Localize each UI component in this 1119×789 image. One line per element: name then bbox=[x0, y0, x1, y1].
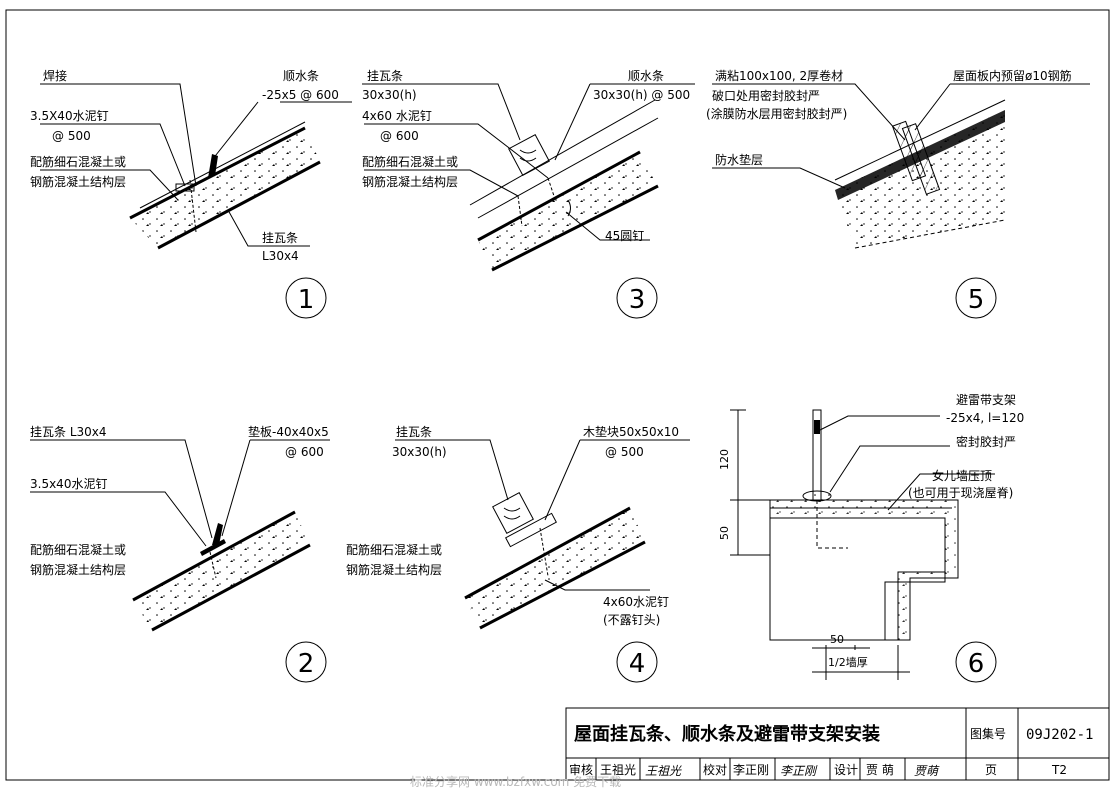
d1-weld-label: 焊接 bbox=[43, 68, 67, 83]
d4-block-spacing: @ 500 bbox=[605, 445, 644, 459]
d2-tile-strip: 挂瓦条 L30x4 bbox=[30, 425, 107, 439]
checker-name: 李正刚 bbox=[733, 762, 769, 777]
weld-plate bbox=[175, 183, 195, 192]
checker-signature: 李正刚 bbox=[780, 764, 818, 778]
d4-structure-2: 钢筋混凝土结构层 bbox=[346, 562, 442, 577]
d6-bracket-name: 避雷带支架 bbox=[956, 393, 1016, 407]
d2-structure-2: 钢筋混凝土结构层 bbox=[30, 562, 126, 577]
sealant-bead bbox=[802, 490, 832, 502]
d5-rebar: 屋面板内预留ø10钢筋 bbox=[953, 68, 1072, 83]
d3-structure-1: 配筋细石混凝土或 bbox=[362, 154, 458, 169]
design-label: 设计 bbox=[834, 763, 858, 777]
d5-seal-note: 破口处用密封胶封严 bbox=[712, 88, 820, 103]
slab-4 bbox=[465, 508, 645, 628]
d2-nail-spec: 3.5x40水泥钉 bbox=[30, 477, 107, 491]
designer-signature: 贾萌 bbox=[914, 764, 940, 778]
detail-5: 满粘100x100, 2厚卷材 破口处用密封胶封严 (涂膜防水层用密封胶封严) … bbox=[706, 68, 1090, 319]
d4-nail-note: (不露钉头) bbox=[603, 613, 660, 627]
d3-round-nail: 45圆钉 bbox=[605, 229, 644, 243]
d1-tile-strip-spec: L30x4 bbox=[262, 249, 299, 263]
parapet-wall bbox=[769, 517, 946, 641]
detail-1: 焊接 顺水条 -25x5 @ 600 3.5X40水泥钉 @ 500 配筋细石混… bbox=[30, 68, 352, 319]
dim-120: 120 bbox=[718, 449, 731, 470]
d3-batten-name: 顺水条 bbox=[628, 69, 664, 83]
drawing-title: 屋面挂瓦条、顺水条及避雷带支架安装 bbox=[574, 723, 880, 745]
detail-number-3: 3 bbox=[629, 285, 646, 315]
d3-nail-spacing: @ 600 bbox=[380, 129, 419, 143]
d5-membrane: 满粘100x100, 2厚卷材 bbox=[715, 68, 843, 83]
detail-number-6: 6 bbox=[968, 649, 985, 679]
coping bbox=[769, 499, 959, 641]
page-number: T2 bbox=[1051, 763, 1067, 777]
slab-3 bbox=[478, 152, 658, 270]
sheet-border bbox=[5, 9, 1110, 781]
d3-structure-2: 钢筋混凝土结构层 bbox=[362, 174, 458, 189]
d2-pad-spec: 垫板-40x40x5 bbox=[248, 424, 329, 439]
d3-batten-spec: 30x30(h) @ 500 bbox=[593, 88, 690, 102]
review-label: 审核 bbox=[569, 762, 593, 777]
detail-6: 120 50 50 1/2墙厚 避雷带支架 -25x4, l=120 密封胶封严… bbox=[718, 393, 1024, 683]
reviewer-signature: 王祖光 bbox=[645, 764, 682, 778]
d3-tile-strip-spec: 30x30(h) bbox=[362, 88, 417, 102]
d4-tile-strip-spec: 30x30(h) bbox=[392, 445, 447, 459]
d1-structure-2: 钢筋混凝土结构层 bbox=[30, 174, 126, 189]
d1-tile-strip-name: 挂瓦条 bbox=[262, 231, 298, 245]
d4-block-spec: 木垫块50x50x10 bbox=[583, 424, 679, 439]
d2-pad-spacing: @ 600 bbox=[285, 445, 324, 459]
d3-tile-strip-name: 挂瓦条 bbox=[367, 69, 403, 83]
slab-2 bbox=[133, 512, 310, 630]
dim-50-vertical: 50 bbox=[718, 526, 731, 540]
d6-coping: 女儿墙压顶 bbox=[932, 468, 992, 483]
designer-name: 贾 萌 bbox=[866, 763, 894, 777]
d1-nail-spec: 3.5X40水泥钉 bbox=[30, 109, 109, 123]
d4-tile-strip-block bbox=[492, 492, 534, 534]
d6-coping-note: (也可用于现浇屋脊) bbox=[908, 486, 1013, 500]
d5-underlay: 防水垫层 bbox=[715, 152, 763, 167]
d3-nail-spec: 4x60 水泥钉 bbox=[362, 109, 432, 123]
page-label: 页 bbox=[985, 763, 997, 777]
d1-nail-spacing: @ 500 bbox=[52, 129, 91, 143]
d6-sealant: 密封胶封严 bbox=[956, 434, 1016, 449]
detail-number-5: 5 bbox=[968, 285, 985, 315]
slab-5 bbox=[835, 110, 1005, 248]
d4-nail-spec: 4x60水泥钉 bbox=[603, 595, 669, 609]
d2-structure-1: 配筋细石混凝土或 bbox=[30, 542, 126, 557]
d4-tile-strip-name: 挂瓦条 bbox=[396, 425, 432, 439]
reviewer-name: 王祖光 bbox=[600, 762, 636, 777]
d1-batten-spec: -25x5 @ 600 bbox=[262, 88, 339, 102]
dim-half-wall: 1/2墙厚 bbox=[828, 655, 868, 669]
d4-structure-1: 配筋细石混凝土或 bbox=[346, 542, 442, 557]
atlas-label: 图集号 bbox=[970, 726, 1006, 741]
detail-4: 挂瓦条 30x30(h) 木垫块50x50x10 @ 500 配筋细石混凝土或 … bbox=[346, 424, 690, 683]
title-block: 屋面挂瓦条、顺水条及避雷带支架安装 图集号 09J202-1 审核 王祖光 王祖… bbox=[565, 707, 1110, 781]
d1-batten-name: 顺水条 bbox=[283, 69, 319, 83]
d3-tile-strip-block bbox=[508, 134, 550, 176]
detail-number-2: 2 bbox=[298, 649, 315, 679]
watermark: 标准分享网 www.bzfxw.com 免费下载 bbox=[410, 774, 621, 789]
wood-block bbox=[505, 512, 557, 548]
dim-50-horizontal: 50 bbox=[830, 633, 844, 646]
d5-seal-note-2: (涂膜防水层用密封胶封严) bbox=[706, 106, 847, 121]
detail-number-4: 4 bbox=[629, 649, 646, 679]
detail-number-1: 1 bbox=[298, 285, 315, 315]
pad-plate bbox=[200, 539, 226, 556]
detail-3: 挂瓦条 30x30(h) 顺水条 30x30(h) @ 500 4x60 水泥钉… bbox=[362, 69, 695, 319]
check-label: 校对 bbox=[703, 762, 727, 777]
tile-strip-angle bbox=[208, 154, 218, 178]
slab-1 bbox=[130, 128, 320, 248]
d2-tile-strip-angle bbox=[212, 523, 223, 545]
d6-bracket-spec: -25x4, l=120 bbox=[946, 411, 1024, 425]
detail-2: 挂瓦条 L30x4 垫板-40x40x5 @ 600 3.5x40水泥钉 配筋细… bbox=[30, 424, 330, 683]
atlas-number: 09J202-1 bbox=[1026, 727, 1093, 743]
d1-structure-1: 配筋细石混凝土或 bbox=[30, 154, 126, 169]
